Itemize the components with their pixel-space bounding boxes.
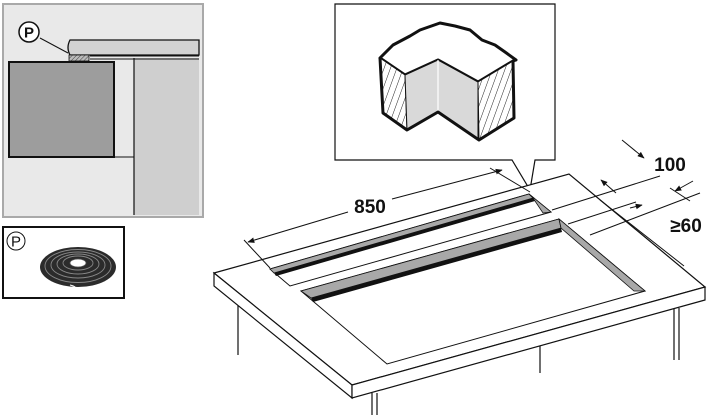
corner-detail-panel <box>334 3 556 192</box>
dimension-100-label: 100 <box>654 155 686 176</box>
dimension-60: ≥60 <box>567 199 702 267</box>
part-p-callout: P <box>18 21 40 43</box>
part-p-label: P <box>24 25 34 42</box>
seal-roll-panel: P <box>2 226 125 299</box>
seal-roll-part-label: P <box>11 234 21 251</box>
countertop <box>212 173 707 415</box>
dimension-850-label: 850 <box>354 197 386 218</box>
dimension-850: 850 <box>243 167 531 269</box>
dimension-60-label: ≥60 <box>670 216 702 237</box>
detail-panel: P <box>2 3 204 218</box>
dimension-100: 100 <box>551 139 701 236</box>
seal-roll-icon <box>40 247 116 290</box>
